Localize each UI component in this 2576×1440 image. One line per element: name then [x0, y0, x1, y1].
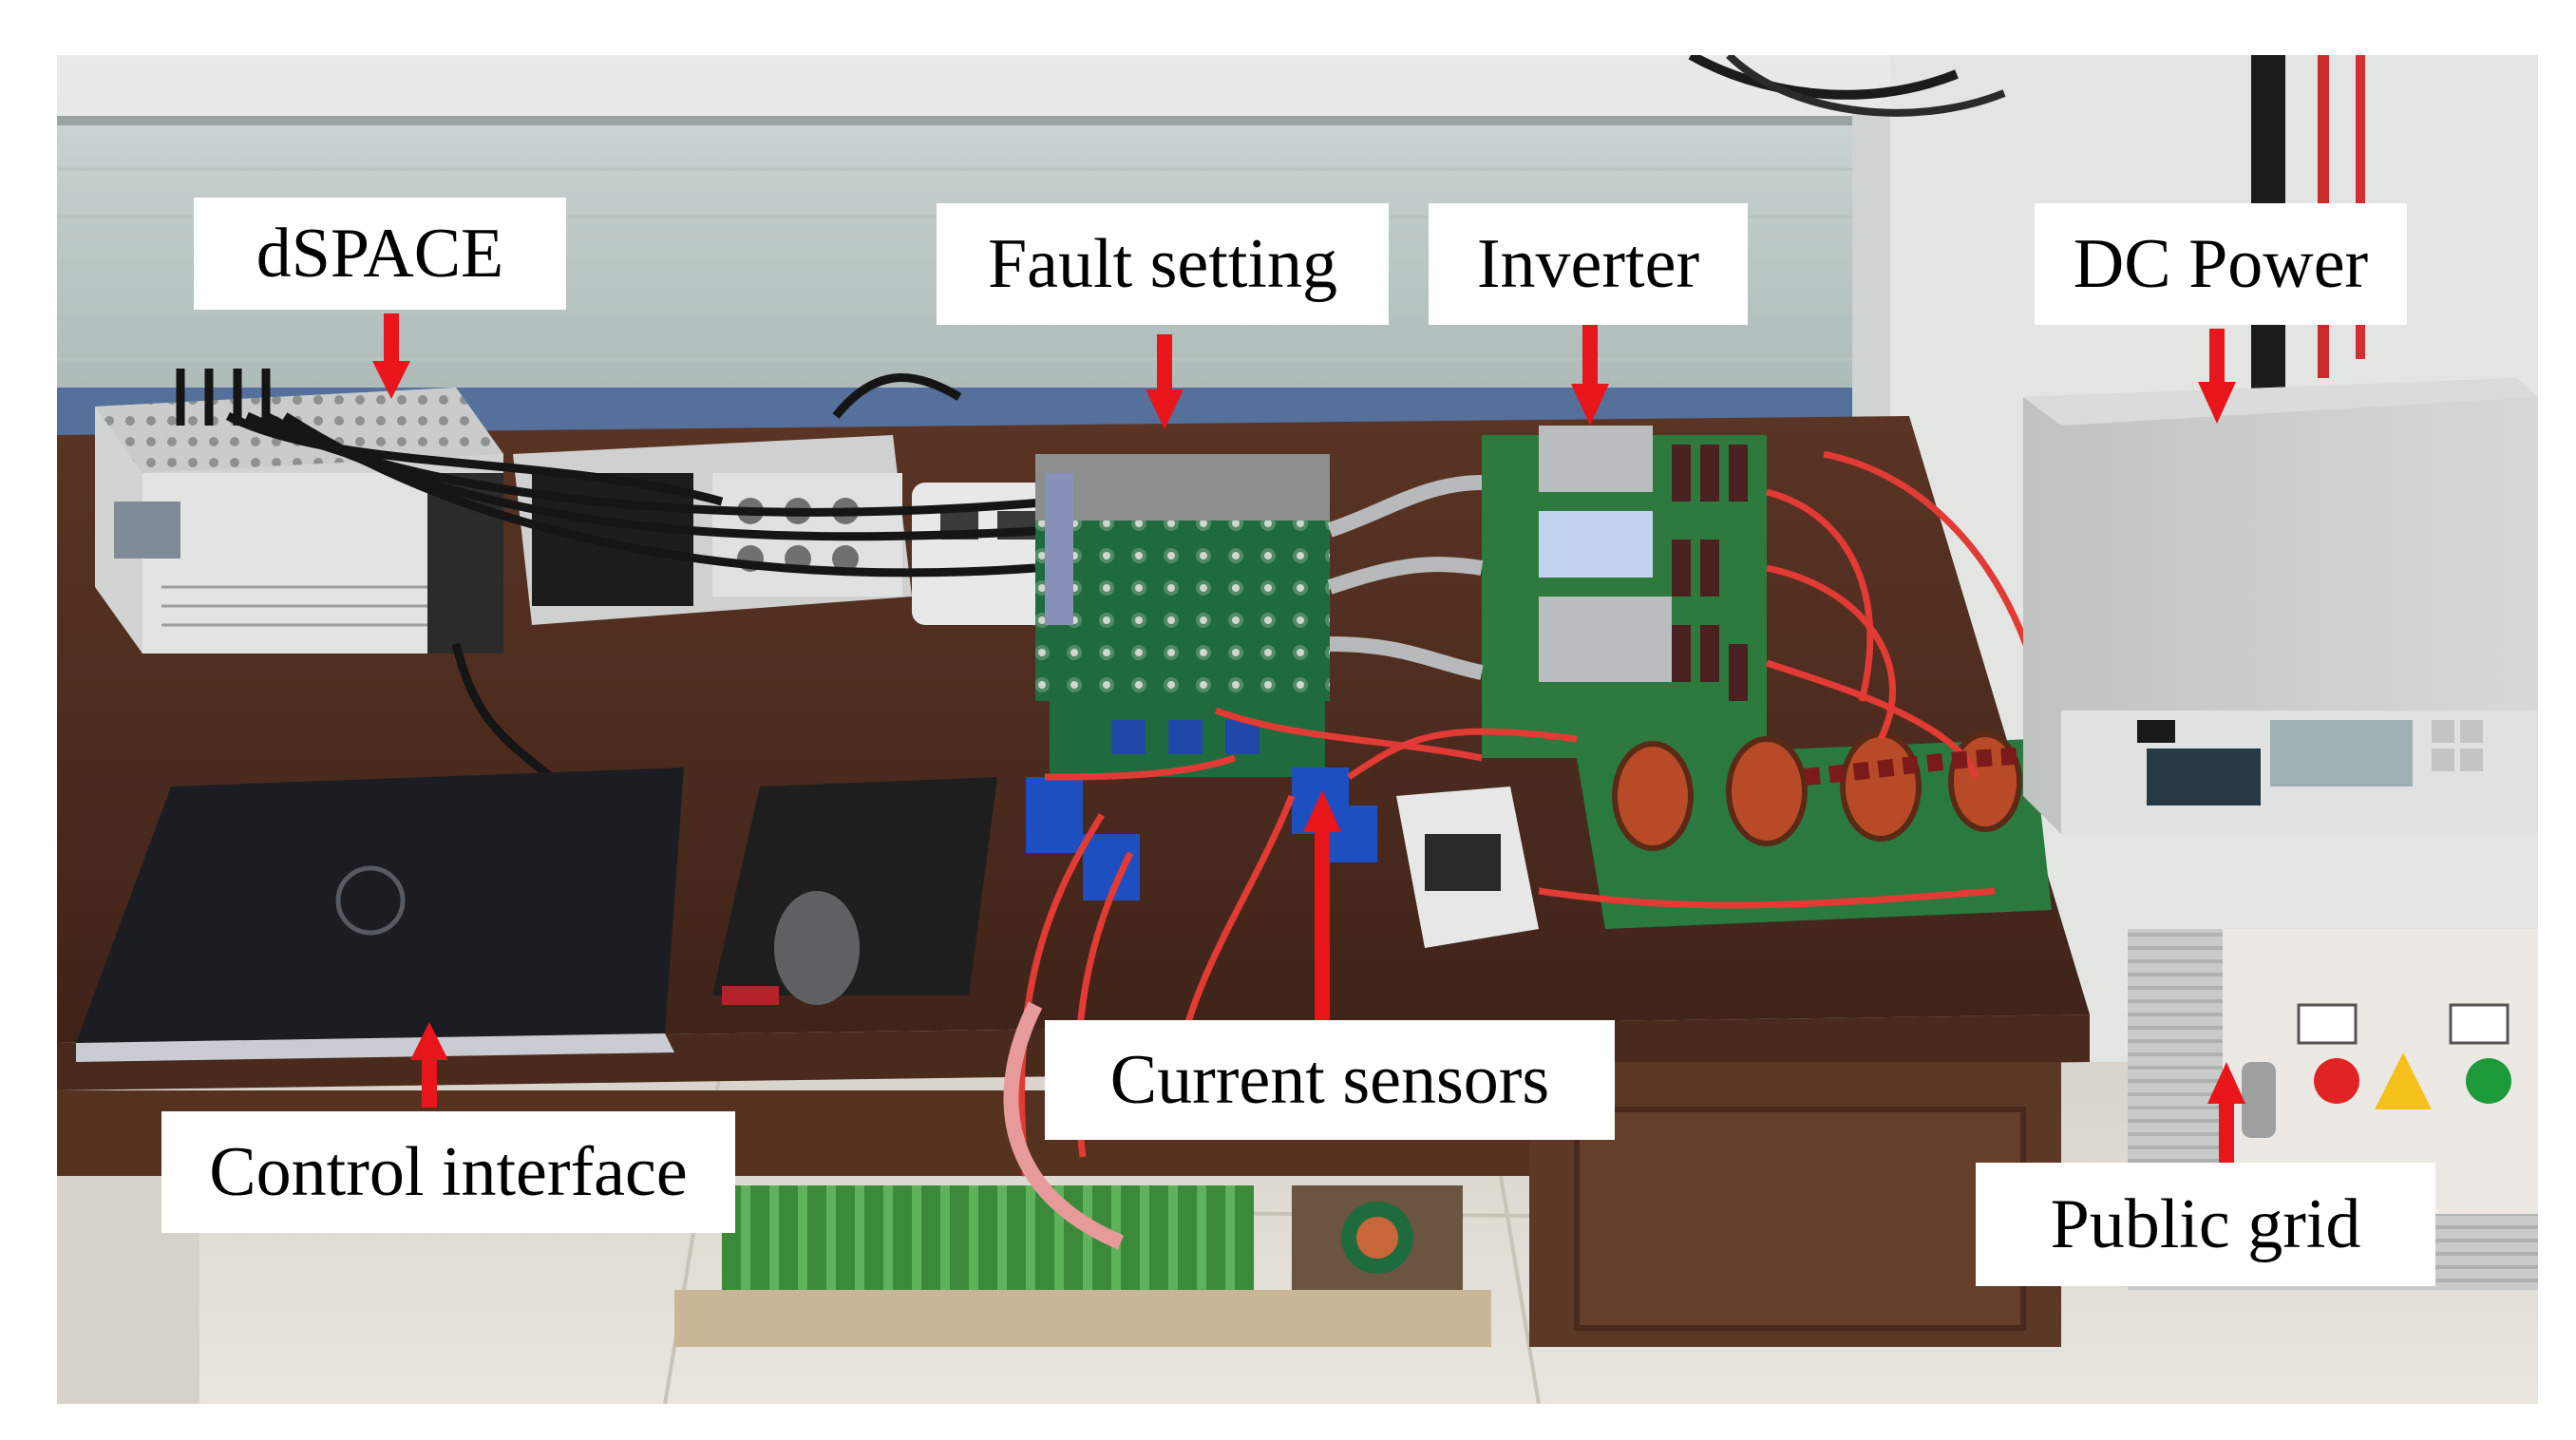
- arrow-dc-power: [2198, 329, 2236, 424]
- label-public-grid: Public grid: [1976, 1163, 2435, 1286]
- lab-setup-photo: [57, 55, 2538, 1404]
- arrow-inverter: [1571, 325, 1609, 426]
- label-dc-power: DC Power: [2035, 203, 2407, 325]
- arrow-current-sensors: [1303, 790, 1341, 1022]
- arrow-dspace: [372, 313, 410, 399]
- label-control-interface: Control interface: [161, 1111, 735, 1233]
- arrow-control-interface: [410, 1022, 448, 1108]
- arrow-fault-setting: [1146, 334, 1184, 429]
- label-inverter: Inverter: [1429, 203, 1748, 325]
- arrow-public-grid: [2207, 1062, 2245, 1163]
- label-fault-setting: Fault setting: [937, 203, 1389, 325]
- label-current-sensors: Current sensors: [1045, 1020, 1615, 1140]
- label-dspace: dSPACE: [194, 198, 566, 310]
- photo-illustration: [57, 55, 2538, 1404]
